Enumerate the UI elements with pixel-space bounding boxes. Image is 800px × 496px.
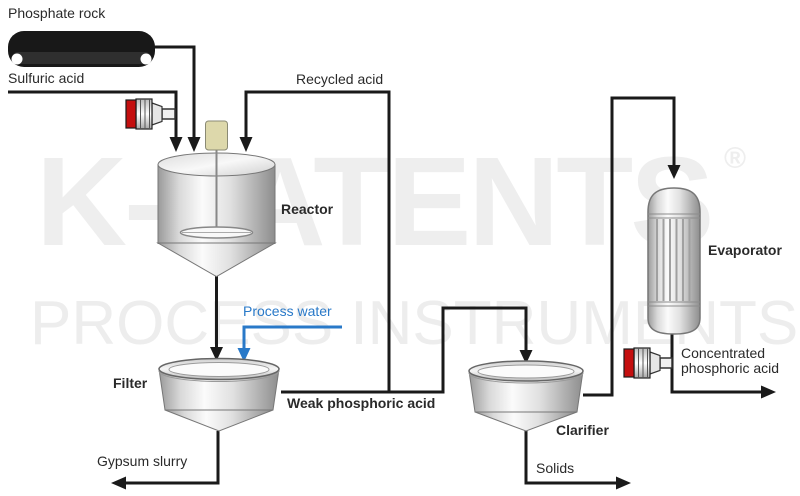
belt-conveyor [8, 31, 155, 67]
arrow-into-clarifier [519, 350, 533, 364]
sensor2-nozzle [649, 351, 661, 375]
pipe-recycled-acid [244, 90, 391, 392]
sensor1-nozzle [151, 102, 163, 126]
conveyor-roller-left [11, 53, 23, 65]
filter-opening [168, 362, 270, 377]
agitator-motor [205, 120, 228, 151]
evaporator-vessel [647, 187, 701, 335]
recycled-acid-label: Recycled acid [296, 71, 384, 87]
evaporator-tubes [656, 219, 691, 301]
pipe-clarifier-to-evaporator [583, 96, 676, 397]
reactor-cone [156, 242, 277, 278]
watermark-brand: K-PATENTS [36, 131, 714, 272]
filter-cone [164, 409, 274, 432]
sensor1-flange-rings [140, 99, 150, 129]
filter-label: Filter [113, 375, 148, 391]
arrow-concentrated-acid-out [761, 385, 776, 399]
arrow-gypsum-slurry-out [111, 476, 126, 490]
arrow-sulfuric-into-reactor [169, 137, 183, 152]
pipe-process-water [242, 325, 342, 348]
clarifier-cone [474, 411, 578, 432]
solids-label: Solids [536, 460, 575, 476]
arrow-process-water-into-filter [237, 348, 251, 362]
refractometer-sensor-concentrated-icon [623, 347, 673, 379]
clarifier-opening [477, 364, 575, 379]
arrow-reactor-into-filter [210, 347, 223, 361]
phosphate-rock-label: Phosphate rock [8, 5, 106, 21]
reactor-vessel [156, 120, 277, 278]
clarifier-rim-seam [468, 372, 584, 384]
sensor1-red-head [125, 99, 137, 129]
arrow-phosphate-into-reactor [187, 137, 201, 152]
pipe-sulfuric-acid [8, 90, 178, 137]
sensor2-red-head [623, 348, 635, 378]
registered-trademark-icon: ® [724, 142, 747, 175]
clarifier-vessel [468, 360, 584, 432]
process-water-label: Process water [243, 303, 332, 319]
reactor-label: Reactor [281, 201, 334, 217]
conveyor-roller-right [140, 53, 152, 65]
sensor2-flange-rings [638, 348, 648, 378]
weak-phosphoric-acid-label: Weak phosphoric acid [287, 395, 436, 411]
clarifier-label: Clarifier [556, 422, 609, 438]
pipes [8, 45, 761, 485]
refractometer-sensor-sulfuric-icon [125, 98, 176, 130]
pipe-phosphate-rock [154, 45, 196, 137]
evaporator-shell [647, 187, 701, 335]
gypsum-slurry-label: Gypsum slurry [97, 453, 188, 469]
pipe-gypsum-slurry [126, 431, 220, 485]
concentrated-phosphoric-acid-label: Concentrated phosphoric acid [681, 345, 780, 376]
evaporator-bands [648, 213, 700, 307]
conveyor-belt-bottom [12, 52, 151, 64]
flow-arrows [111, 137, 776, 490]
filter-vessel [158, 357, 280, 432]
sensor1-stem [161, 108, 176, 120]
sensor2-stem [659, 357, 673, 369]
pipe-weak-phosphoric-acid [281, 306, 528, 394]
pipe-concentrated-acid [670, 334, 761, 394]
filter-rim-seam [158, 370, 280, 382]
evaporator-label: Evaporator [708, 242, 782, 258]
arrow-solids-out [616, 476, 631, 490]
arrow-recycled-into-reactor [239, 137, 253, 152]
arrow-into-evaporator [667, 165, 681, 179]
pipe-solids [524, 431, 616, 485]
sulfuric-acid-label: Sulfuric acid [8, 70, 85, 86]
